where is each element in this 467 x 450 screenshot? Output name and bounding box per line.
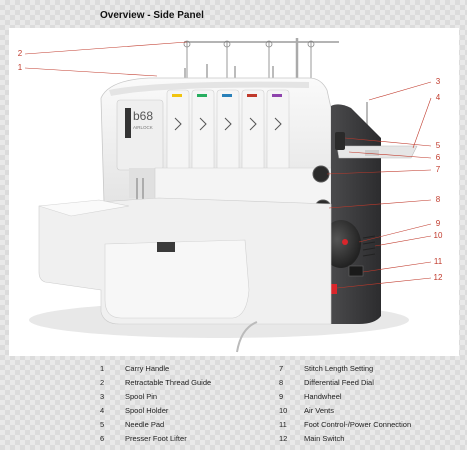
main-switch <box>329 284 337 294</box>
callout-6: 6 <box>435 153 441 162</box>
callout-10: 10 <box>433 231 443 240</box>
page-title: Overview - Side Panel <box>100 10 204 21</box>
callout-2: 2 <box>17 49 23 58</box>
overlocker-illustration: b68 AIRLOCK bernette SWISS DESIGN <box>24 38 432 353</box>
illustration-panel: b68 AIRLOCK bernette SWISS DESIGN <box>9 28 459 356</box>
callout-4: 4 <box>435 93 441 102</box>
air-vents <box>362 235 376 257</box>
callout-11: 11 <box>433 257 443 266</box>
free-arm-top <box>38 199 130 217</box>
callout-1: 1 <box>17 63 23 72</box>
power-cord <box>236 321 258 353</box>
model-label: b68 AIRLOCK <box>116 99 164 171</box>
model-subname: AIRLOCK <box>133 125 153 130</box>
model-name: b68 <box>133 109 153 123</box>
needle-pad <box>335 132 345 150</box>
callout-9: 9 <box>435 219 441 228</box>
carry-handle <box>109 81 309 96</box>
stitch-length-dial <box>312 165 330 183</box>
waste-tray <box>104 239 250 319</box>
callout-12: 12 <box>433 273 443 282</box>
needle-area <box>129 168 157 208</box>
callout-lines <box>24 41 432 289</box>
power-connection <box>348 265 364 277</box>
callout-3: 3 <box>435 77 441 86</box>
callout-8: 8 <box>435 195 441 204</box>
side-body <box>331 104 381 325</box>
callout-7: 7 <box>435 165 441 174</box>
callout-5: 5 <box>435 141 441 150</box>
